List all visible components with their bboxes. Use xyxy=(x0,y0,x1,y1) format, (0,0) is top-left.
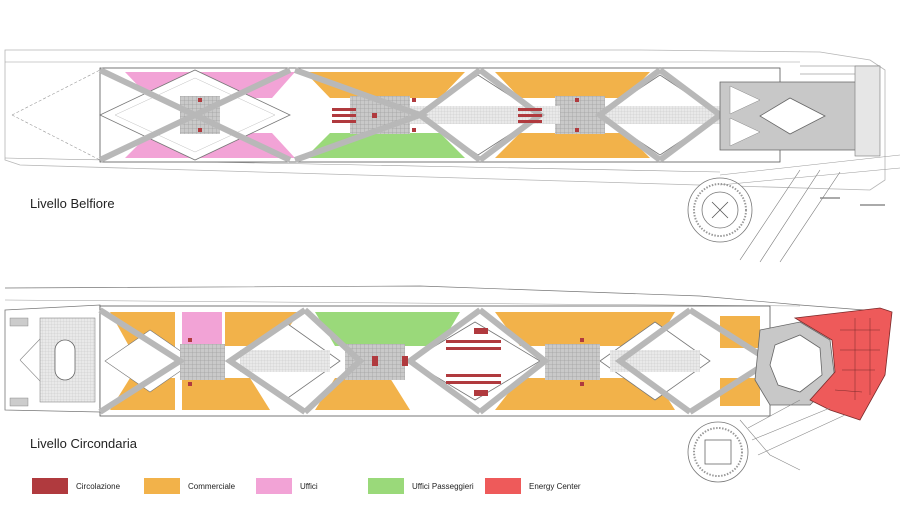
plan-belfiore xyxy=(4,49,900,263)
legend-swatch xyxy=(368,478,404,494)
legend-swatch xyxy=(32,478,68,494)
belfiore-outline xyxy=(4,49,886,191)
plan-circondaria xyxy=(4,285,893,483)
belfiore-east-plaza xyxy=(719,65,881,157)
plan-label-circondaria: Livello Circondaria xyxy=(30,436,137,451)
legend-label: Uffici xyxy=(300,481,318,491)
circondaria-outline xyxy=(4,285,891,313)
circondaria-zones xyxy=(110,312,760,410)
legend-item-commerciale: Commerciale xyxy=(144,478,235,494)
legend-item-energy-center: Energy Center xyxy=(485,478,581,494)
legend-item-uffici: Uffici xyxy=(256,478,318,494)
legend-item-circolazione: Circolazione xyxy=(32,478,120,494)
belfiore-corridors xyxy=(98,67,725,163)
legend-label: Commerciale xyxy=(188,481,236,491)
legend-swatch xyxy=(144,478,180,494)
legend-label: Energy Center xyxy=(529,481,581,491)
circondaria-circulation xyxy=(188,328,584,396)
circondaria-corridors xyxy=(98,307,776,415)
legend-swatch xyxy=(485,478,521,494)
belfiore-circulation xyxy=(198,98,579,132)
circondaria-west-access xyxy=(4,304,101,413)
legend-swatch xyxy=(256,478,292,494)
legend-item-uffici-passeggieri: Uffici Passeggieri xyxy=(368,478,474,494)
circondaria-east-plaza xyxy=(754,321,836,406)
plan-label-belfiore: Livello Belfiore xyxy=(30,196,115,211)
legend-label: Uffici Passeggieri xyxy=(412,481,474,491)
belfiore-tower xyxy=(687,154,900,263)
circondaria-tower xyxy=(687,399,846,483)
legend-label: Circolazione xyxy=(76,481,121,491)
